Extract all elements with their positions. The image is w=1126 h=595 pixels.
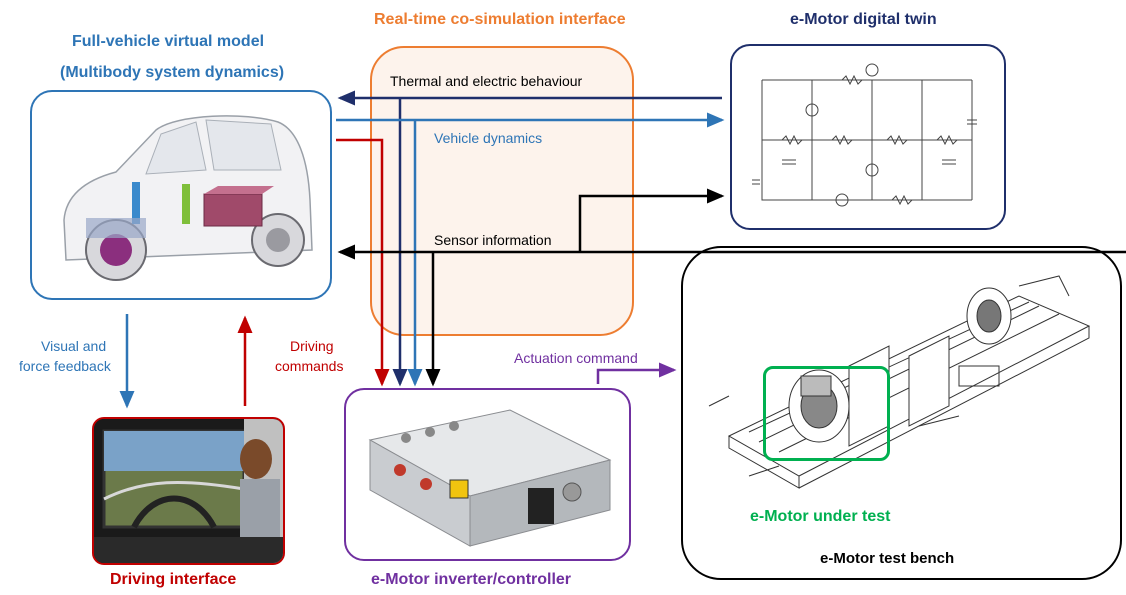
driving-interface-title: Driving interface — [110, 571, 237, 588]
test-bench-drawing — [689, 256, 1119, 518]
thermal-circuit-schematic — [742, 60, 996, 220]
motor-under-test-highlight — [763, 366, 890, 461]
vehicle-model-box — [30, 90, 332, 300]
vehicle-model-title-line1: Full-vehicle virtual model — [72, 33, 265, 50]
inverter-box — [344, 388, 631, 561]
driving-commands-label-line2: commands — [275, 358, 344, 374]
motor-under-test-title: e-Motor under test — [750, 508, 891, 525]
test-bench-title: e-Motor test bench — [820, 550, 955, 567]
vehicle-cutaway-image — [46, 100, 318, 292]
driving-commands-label-line1: Driving — [290, 338, 334, 354]
thermal-label: Thermal and electric behaviour — [390, 73, 583, 89]
cosim-title: Real-time co-simulation interface — [374, 11, 626, 28]
feedback-label-line2: force feedback — [19, 358, 111, 374]
sensor-info-label: Sensor information — [434, 232, 552, 248]
digital-twin-box — [730, 44, 1006, 230]
feedback-label-line1: Visual and — [41, 338, 107, 354]
digital-twin-title: e-Motor digital twin — [790, 11, 937, 28]
vehicle-dynamics-label: Vehicle dynamics — [434, 130, 543, 146]
sensor-to-twin-arrow — [578, 188, 725, 252]
test-bench-box — [681, 246, 1122, 580]
inverter-title: e-Motor inverter/controller — [371, 571, 572, 588]
driving-command-route-arrow — [336, 138, 390, 387]
actuation-label: Actuation command — [514, 350, 638, 366]
actuation-arrow — [596, 362, 677, 384]
inverter-image — [360, 400, 618, 552]
driving-interface-box — [92, 417, 285, 565]
driving-simulator-photo — [94, 419, 283, 563]
vehicle-model-title-line2: (Multibody system dynamics) — [60, 64, 285, 81]
